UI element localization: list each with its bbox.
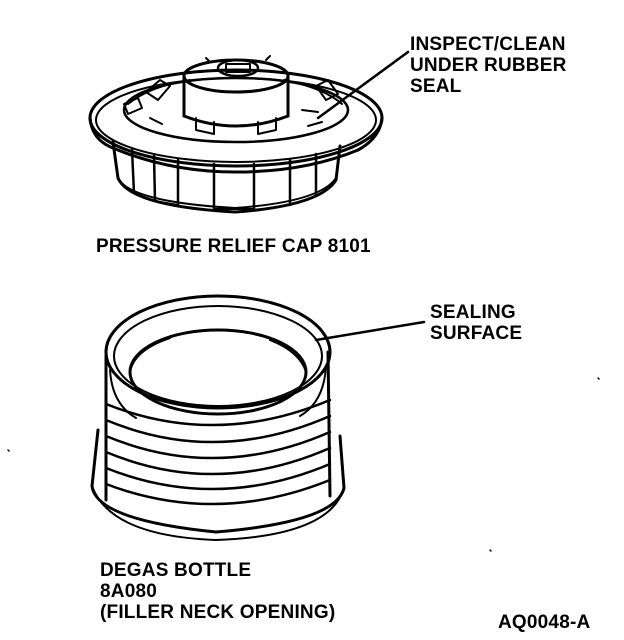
bottle-callout-text: SEALING SURFACE	[430, 302, 522, 344]
bottle-caption-line-1: DEGAS BOTTLE	[100, 560, 252, 581]
cap-callout-line-2: UNDER RUBBER	[410, 55, 567, 76]
bottle-caption: DEGAS BOTTLE 8A080 (FILLER NECK OPENING)	[100, 560, 335, 623]
bottle-caption-line-3: (FILLER NECK OPENING)	[100, 602, 336, 623]
cap-callout-line-1: INSPECT/CLEAN	[410, 34, 566, 55]
cap-callout-line-3: SEAL	[410, 76, 462, 97]
cap-caption: PRESSURE RELIEF CAP 8101	[96, 236, 371, 257]
cap-callout-text: INSPECT/CLEAN UNDER RUBBER SEAL	[410, 34, 567, 97]
bottle-callout-line-2: SURFACE	[430, 323, 523, 344]
bottle-callout-leader	[314, 320, 426, 342]
bottle-callout-line-1: SEALING	[430, 302, 516, 323]
cap-callout-leader	[316, 50, 410, 120]
figure-id: AQ0048-A	[498, 612, 591, 633]
bottle-caption-line-2: 8A080	[100, 581, 157, 602]
pressure-relief-cap-drawing	[88, 55, 384, 214]
degas-bottle-neck-drawing	[90, 294, 346, 541]
